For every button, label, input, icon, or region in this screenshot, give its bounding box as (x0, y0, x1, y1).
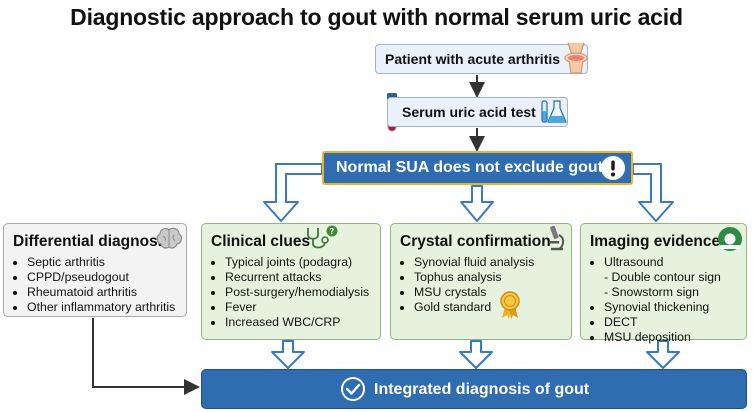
list-item: Synovial thickening (604, 300, 738, 315)
list-item: - Snowstorm sign (604, 285, 699, 299)
clinical-heading: Clinical clues (211, 233, 311, 250)
serum-step-label: Serum uric acid test (402, 104, 536, 120)
list-item: - Double contour sign (604, 270, 721, 284)
list-item: DECT (604, 315, 738, 330)
down-arrow-crystal (459, 340, 493, 369)
knee-joint-icon (564, 42, 588, 74)
exclamation-icon (601, 156, 625, 180)
crystal-confirmation-box: Crystal confirmation Synovial fluid anal… (390, 223, 572, 340)
list-item: Typical joints (podagra) (225, 255, 372, 270)
crystal-list: Synovial fluid analysis Tophus analysis … (400, 255, 563, 315)
list-item: Synovial fluid analysis (414, 255, 563, 270)
arrow-differential-to-final (92, 318, 200, 395)
gold-medal-icon (500, 291, 520, 319)
imaging-list: Ultrasound - Double contour sign - Snows… (590, 255, 738, 345)
branch-arrow-center (460, 185, 494, 222)
patient-step-label: Patient with acute arthritis (385, 51, 561, 67)
clinical-clues-box: Clinical clues Typical joints (podagra) … (201, 223, 381, 340)
differential-heading: Differential diagnosis (13, 233, 171, 250)
list-item: Recurrent attacks (225, 270, 372, 285)
down-arrow-imaging (646, 340, 680, 369)
list-item: Post-surgery/hemodialysis (225, 285, 372, 300)
list-item: Other inflammatory arthritis (27, 300, 178, 315)
list-item: Rheumatoid arthritis (27, 285, 178, 300)
brain-icon (156, 227, 183, 249)
list-item: Fever (225, 300, 372, 315)
list-item: Septic arthritis (27, 255, 178, 270)
crystal-heading: Crystal confirmation (400, 233, 551, 250)
branch-arrow-right (632, 163, 674, 222)
list-item: Increased WBC/CRP (225, 315, 372, 330)
imaging-heading: Imaging evidence (590, 233, 721, 250)
integrated-diagnosis-label: Integrated diagnosis of gout (374, 381, 590, 398)
list-item: Gold standard (414, 300, 563, 315)
check-circle-icon (341, 377, 365, 401)
patient-step-box: Patient with acute arthritis (375, 44, 588, 74)
serum-step-box: Serum uric acid test (387, 97, 568, 127)
list-item: Ultrasound (604, 255, 738, 270)
list-item: Tophus analysis (414, 270, 563, 285)
microscope-icon (549, 225, 565, 251)
differential-list: Septic arthritis CPPD/pseudogout Rheumat… (13, 255, 178, 315)
list-item: MSU crystals (414, 285, 563, 300)
normal-sua-label: Normal SUA does not exclude gout (336, 159, 603, 176)
branch-arrow-left (263, 163, 323, 222)
ct-scanner-icon (718, 227, 742, 251)
clinical-list: Typical joints (podagra) Recurrent attac… (211, 255, 372, 330)
svg-text:?: ? (330, 227, 335, 236)
down-arrow-clinical (271, 340, 305, 369)
list-item: MSU deposition (604, 330, 738, 345)
lab-flask-icon (541, 100, 567, 123)
list-item: CPPD/pseudogout (27, 270, 178, 285)
integrated-diagnosis-box: Integrated diagnosis of gout (201, 369, 747, 409)
imaging-evidence-box: Imaging evidence Ultrasound - Double con… (580, 223, 747, 344)
page-title: Diagnostic approach to gout with normal … (70, 4, 683, 30)
normal-sua-box: Normal SUA does not exclude gout (322, 151, 633, 185)
stethoscope-icon: ? (307, 225, 338, 249)
differential-diagnosis-box: Differential diagnosis Septic arthritis … (3, 223, 187, 317)
